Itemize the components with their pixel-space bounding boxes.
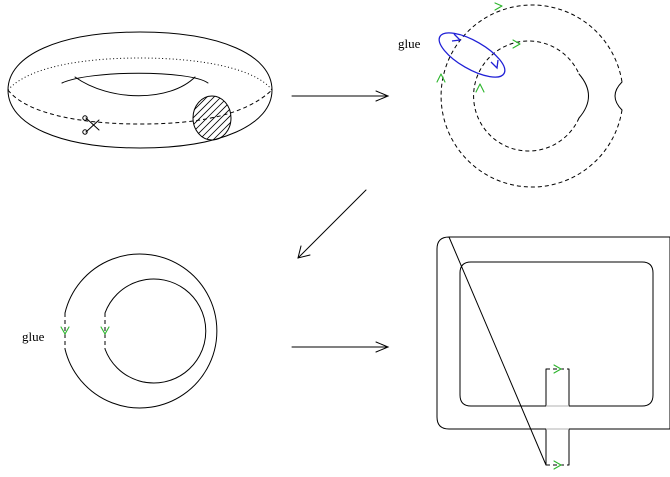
- outer-dashed-circle: [440, 4, 623, 188]
- gluing-loop: [438, 32, 506, 78]
- green-arrowhead-icon: [494, 2, 503, 11]
- torus-front-cut: [7, 89, 273, 125]
- glue-label-top: glue: [398, 36, 421, 51]
- panel-annulus: glue: [22, 253, 218, 409]
- transition-arrow-icon: [297, 189, 367, 259]
- inner-frame: [459, 261, 654, 407]
- scissors-icon: [82, 115, 100, 135]
- hole-edge-outer: [614, 81, 623, 111]
- hole-edge-inner: [578, 73, 589, 119]
- transition-arrow-icon: [291, 90, 390, 102]
- panel-cut-open: glue: [398, 2, 623, 188]
- hatched-disk-icon: [192, 95, 232, 141]
- panel-torus: [7, 31, 273, 149]
- green-arrowhead-icon: [553, 364, 562, 374]
- green-arrowhead-icon: [553, 460, 562, 470]
- outer-frame: [436, 236, 670, 466]
- panel-square-frame: [436, 236, 670, 470]
- green-arrowhead-icon: [436, 73, 446, 83]
- inner-circle: [104, 278, 207, 384]
- torus-back-seam: [7, 57, 273, 91]
- green-arrowhead-icon: [512, 39, 521, 49]
- green-arrowhead-icon: [475, 83, 485, 93]
- glue-label-bottom: glue: [22, 329, 45, 344]
- inner-dashed-circle: [473, 40, 580, 152]
- transition-arrow-icon: [291, 341, 390, 353]
- torus-hole-lower: [74, 76, 196, 97]
- torus-hole-upper: [61, 72, 209, 84]
- green-arrowhead-icon: [60, 326, 70, 335]
- torus-outline: [7, 31, 273, 149]
- green-arrowhead-icon: [100, 326, 110, 335]
- outer-circle: [64, 253, 218, 409]
